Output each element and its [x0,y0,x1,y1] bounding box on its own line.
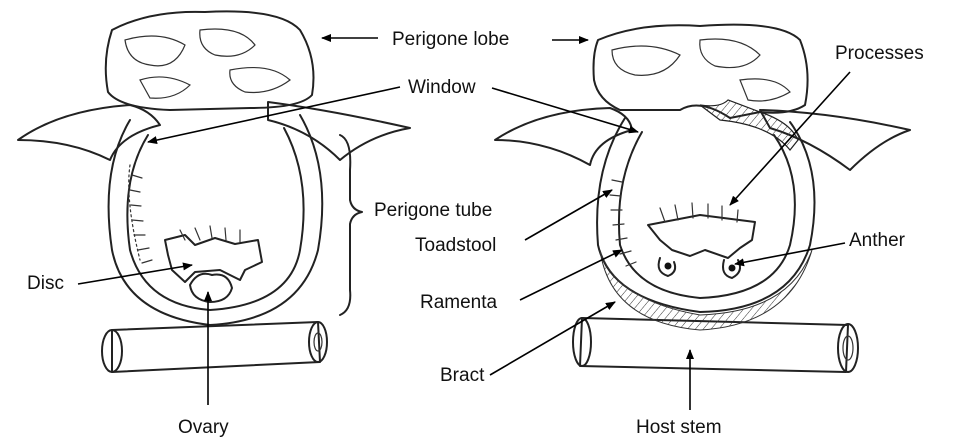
label-processes: Processes [835,44,924,63]
arrow-toadstool [525,190,612,240]
label-perigone-lobe: Perigone lobe [392,30,509,49]
label-window: Window [408,78,476,97]
label-host-stem: Host stem [636,418,722,437]
label-perigone-tube: Perigone tube [374,201,492,220]
left-perigone-tube [109,115,323,325]
left-flower [18,11,410,372]
left-perigone-lobe [106,11,314,110]
left-ovary [190,274,232,302]
right-flower [495,25,910,372]
arrow-window-left [148,87,400,142]
label-toadstool: Toadstool [415,236,496,255]
label-anther: Anther [849,231,905,250]
label-ovary: Ovary [178,418,229,437]
label-bract: Bract [440,366,484,385]
arrow-disc [78,265,192,284]
right-perigone-lobe [594,25,808,118]
perigone-tube-brace [340,135,362,315]
left-disc [165,226,262,282]
arrow-bract [490,302,615,375]
label-disc: Disc [27,274,64,293]
label-ramenta: Ramenta [420,293,497,312]
right-toadstool [648,203,755,278]
right-wing-left [495,108,632,165]
left-host-stem [102,322,327,372]
